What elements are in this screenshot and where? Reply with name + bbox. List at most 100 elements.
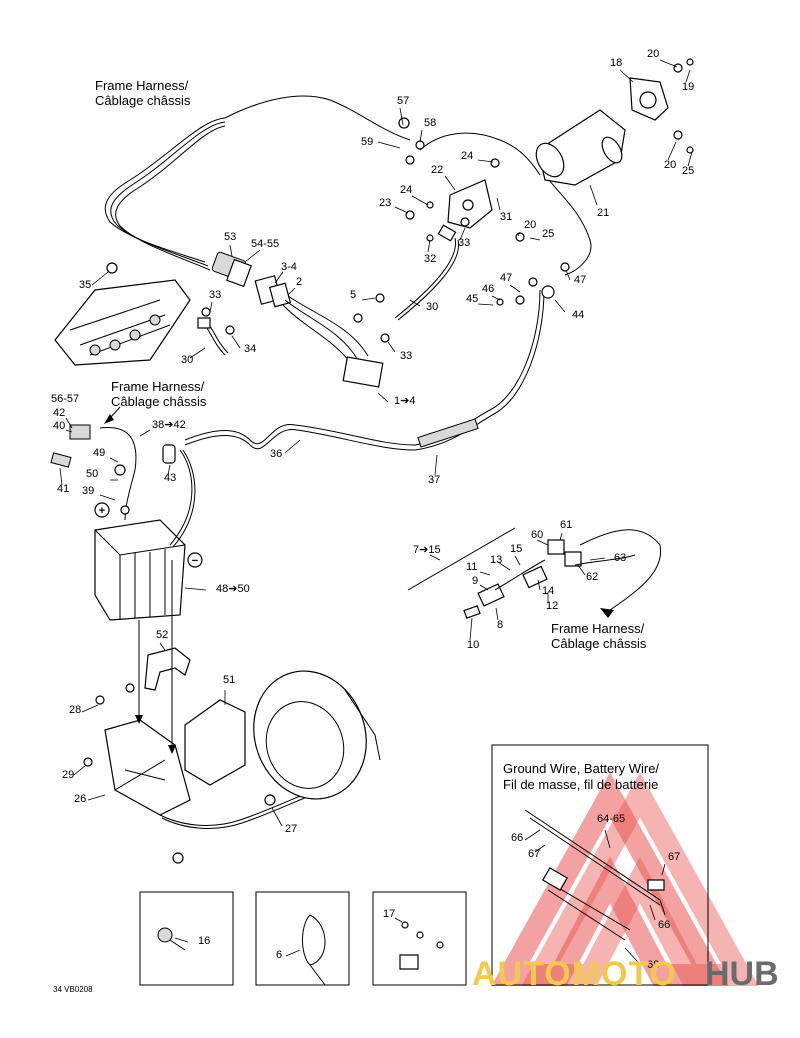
leader-line (73, 764, 87, 776)
heading-line-2: Câblage châssis (551, 636, 647, 651)
leader-line (434, 454, 438, 476)
negative-terminal-symbol: − (187, 552, 203, 568)
leader-line (479, 584, 489, 591)
positive-terminal-symbol: + (94, 502, 110, 518)
leader-line (109, 457, 119, 463)
part-label: 11 (466, 561, 477, 573)
leader-line (649, 904, 656, 921)
part-label: 1➔4 (394, 395, 415, 407)
leader-line (459, 227, 466, 241)
leader-line (529, 237, 541, 241)
cable-36 (184, 174, 592, 451)
leader-line (419, 129, 423, 143)
part-label: 43 (164, 472, 176, 484)
part-label: 13 (490, 554, 502, 566)
leader-line (287, 287, 296, 296)
heading-line-1: Frame Harness/ (111, 379, 205, 394)
leader-line (59, 467, 63, 486)
leader-line (229, 244, 233, 257)
leader-line (496, 197, 501, 211)
leader-line (139, 429, 151, 437)
leader-line (244, 249, 261, 263)
leader-line (659, 59, 678, 68)
leader-line (537, 579, 541, 591)
part-label: 64-65 (597, 813, 625, 825)
part-label: 42 (53, 407, 65, 419)
leader-line (577, 564, 586, 576)
starter-motor (535, 77, 669, 186)
cable-30-left (197, 317, 229, 356)
leader-line (559, 532, 563, 541)
part-label: 49 (93, 447, 105, 459)
part-label: 20 (664, 159, 676, 171)
part-label: 33 (400, 350, 412, 362)
heading-frame-harness-top: Frame Harness/ Câblage châssis (95, 78, 191, 108)
part-label: 25 (542, 228, 554, 240)
negative-sign: − (192, 555, 198, 567)
part-label: 63 (614, 552, 626, 564)
leader-line (477, 303, 494, 306)
fasteners (50, 58, 694, 864)
leader-line (444, 175, 456, 191)
inset-box-17 (372, 891, 467, 986)
battery-tray-26 (104, 719, 343, 829)
leader-line (409, 299, 421, 307)
protective-sleeve-37 (417, 418, 479, 448)
watermark-hub: HUB (705, 955, 779, 993)
part-label: 67 (668, 851, 680, 863)
part-label: 23 (379, 197, 391, 209)
part-label: 54-55 (251, 238, 279, 250)
leader-line (429, 554, 441, 561)
part-label: 47 (500, 272, 512, 284)
leader-line (361, 297, 376, 301)
leader-line (91, 271, 109, 286)
part-label: 36 (270, 448, 282, 460)
inset-box-ground-wire (491, 744, 709, 986)
part-label: 21 (597, 207, 609, 219)
part-label: 66 (511, 832, 523, 844)
leader-line (509, 284, 521, 293)
heading-line-1: Frame Harness/ (95, 78, 189, 93)
engine-housing (253, 670, 381, 800)
part-label: 22 (431, 164, 443, 176)
heading-line-1: Frame Harness/ (551, 621, 645, 636)
part-label: 47 (574, 274, 586, 286)
leader-line (495, 607, 499, 621)
part-label: 41 (57, 483, 69, 495)
leader-line (285, 949, 301, 957)
leader-line (231, 335, 241, 349)
part-label: 3-4 (281, 261, 297, 273)
part-label: 5 (350, 289, 356, 301)
part-label: 53 (224, 231, 236, 243)
leader-line (667, 141, 677, 161)
part-label: 68 (647, 959, 659, 971)
leader-line (274, 271, 284, 284)
leader-line (399, 107, 404, 126)
main-harness (104, 95, 541, 288)
part-label: 67 (528, 848, 540, 860)
heading-frame-harness-right: Frame Harness/ Câblage châssis (551, 621, 647, 651)
leader-line (184, 587, 207, 591)
strap-52 (144, 647, 191, 691)
arrows (104, 406, 614, 754)
part-label: 18 (610, 57, 622, 69)
part-label: 60 (531, 529, 543, 541)
leader-line (534, 844, 546, 853)
part-label: 57 (397, 95, 409, 107)
part-label: 34 (244, 343, 256, 355)
leader-line (604, 829, 611, 849)
part-label: 52 (156, 629, 168, 641)
heading-line-2: Câblage châssis (111, 394, 207, 409)
part-label: 20 (524, 219, 536, 231)
heading-ground-wire: Ground Wire, Battery Wire/ Fil de masse,… (503, 761, 659, 792)
part-label: 50 (86, 468, 98, 480)
part-label: 28 (69, 704, 81, 716)
part-label: 27 (285, 823, 297, 835)
leader-line (65, 429, 73, 433)
leader-line (491, 295, 501, 301)
leader-line (81, 704, 99, 713)
part-label: 59 (361, 136, 373, 148)
leader-line (589, 184, 598, 206)
